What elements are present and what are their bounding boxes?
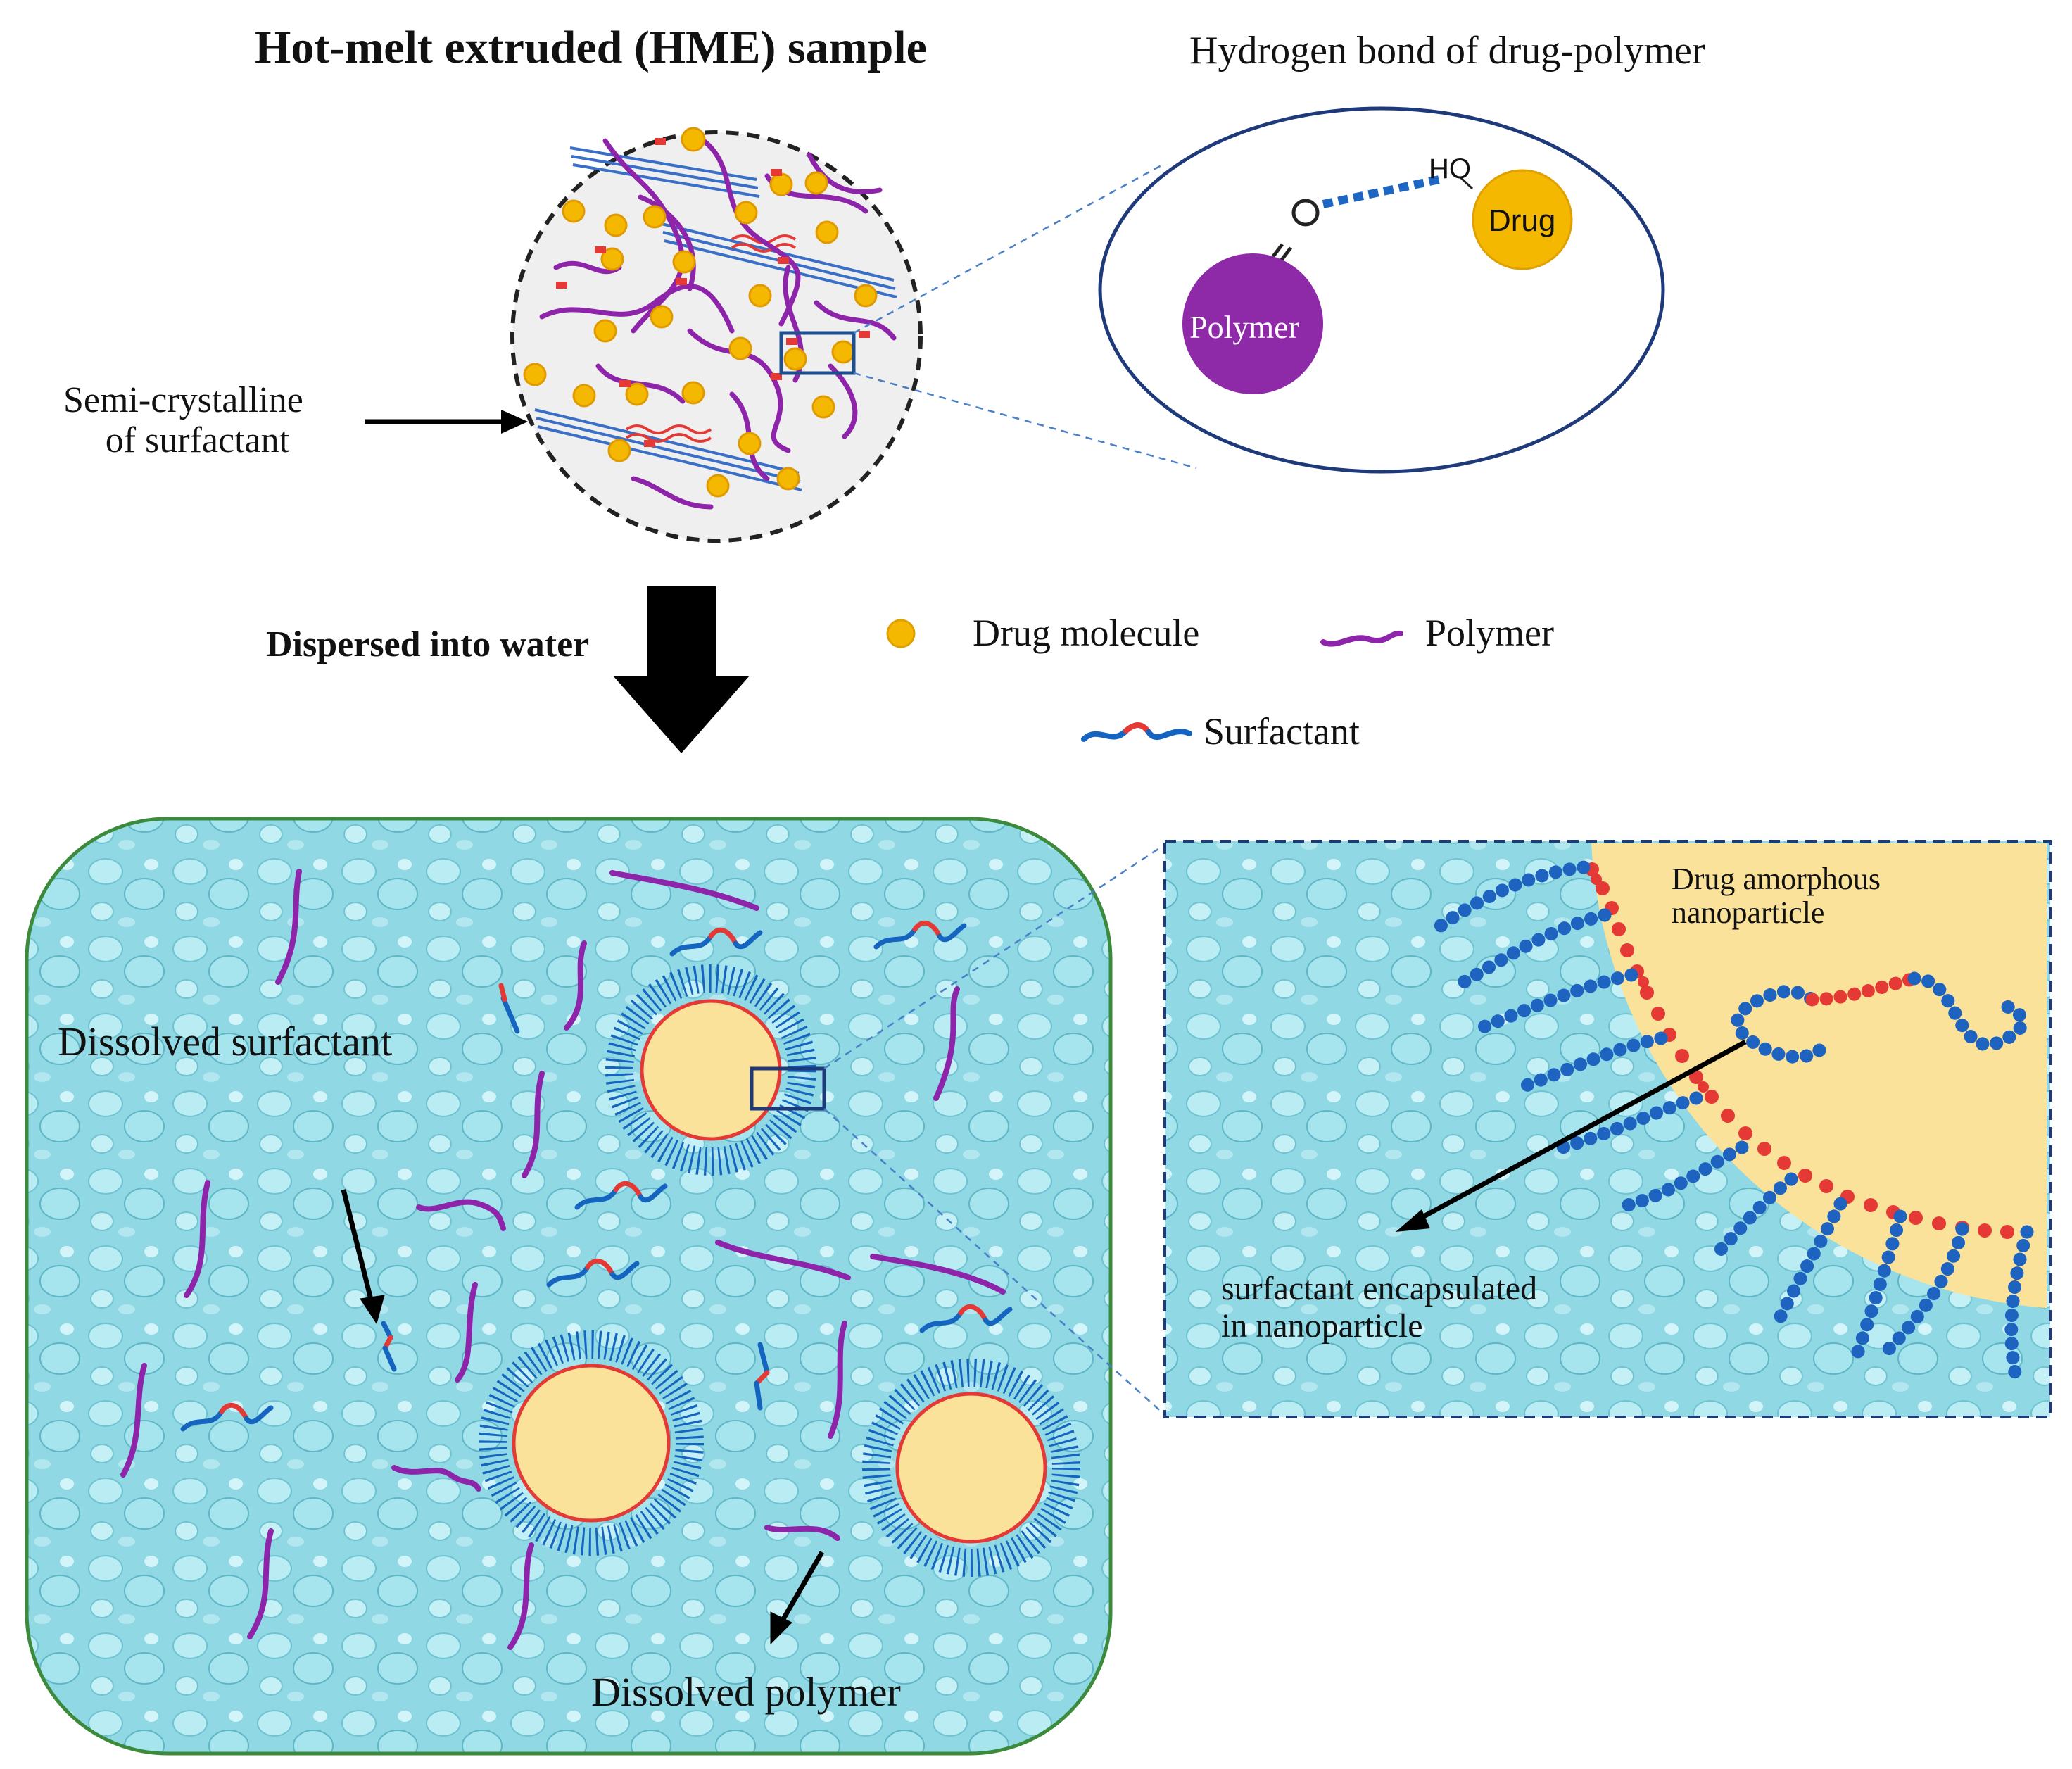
semi-crystalline-line-2: of surfactant xyxy=(105,420,290,461)
water-arrows xyxy=(341,1189,825,1645)
dissolved-polymer-label: Dissolved polymer xyxy=(591,1669,901,1715)
np-label: Drug amorphous nanoparticle xyxy=(1672,862,1881,931)
legend-polymer-swatch xyxy=(1320,630,1403,647)
dispersed-label: Dispersed into water xyxy=(266,624,590,665)
ho-label: HO xyxy=(1429,153,1471,184)
water-box xyxy=(25,817,1113,1756)
hbond-inset xyxy=(1098,106,1665,474)
np-label-line-1: Drug amorphous xyxy=(1672,862,1881,896)
semi-crystalline-line-1: Semi-crystalline xyxy=(63,380,303,420)
encapsulated-line-1: surfactant encapsulated xyxy=(1221,1270,1538,1307)
dissolved-surfactants xyxy=(180,920,1013,1432)
np-inset xyxy=(1163,840,2052,1418)
np-zoom-lines xyxy=(823,843,1166,1416)
encapsulated-line-2: in nanoparticle xyxy=(1221,1307,1423,1345)
legend-surfactant-swatch xyxy=(1081,722,1192,742)
hbond-zoom-lines xyxy=(853,164,1197,470)
np-label-line-2: nanoparticle xyxy=(1672,895,1825,931)
legend-drug-label: Drug molecule xyxy=(973,612,1200,654)
hme-sample-circle xyxy=(510,127,923,543)
legend-drug-swatch xyxy=(886,619,916,648)
legend-polymer-label: Polymer xyxy=(1425,612,1554,654)
legend-surfactant-label: Surfactant xyxy=(1204,710,1360,753)
dissolved-polymers xyxy=(120,869,1006,1650)
dissolved-surfactant-label: Dissolved surfactant xyxy=(58,1019,393,1064)
hbond-title: Hydrogen bond of drug-polymer xyxy=(1189,29,1705,73)
encapsulated-label: surfactant encapsulated in nanoparticle xyxy=(1221,1270,1538,1345)
polymer-label: Polymer xyxy=(1189,309,1299,345)
semi-crystalline-arrow xyxy=(365,410,528,434)
nanoparticles xyxy=(479,964,1080,1577)
semi-crystalline-label: Semi-crystalline of surfactant xyxy=(63,380,303,460)
figure-title: Hot-melt extruded (HME) sample xyxy=(255,22,927,73)
dispersed-down-arrow xyxy=(613,586,750,753)
drug-label: Drug xyxy=(1489,203,1556,238)
